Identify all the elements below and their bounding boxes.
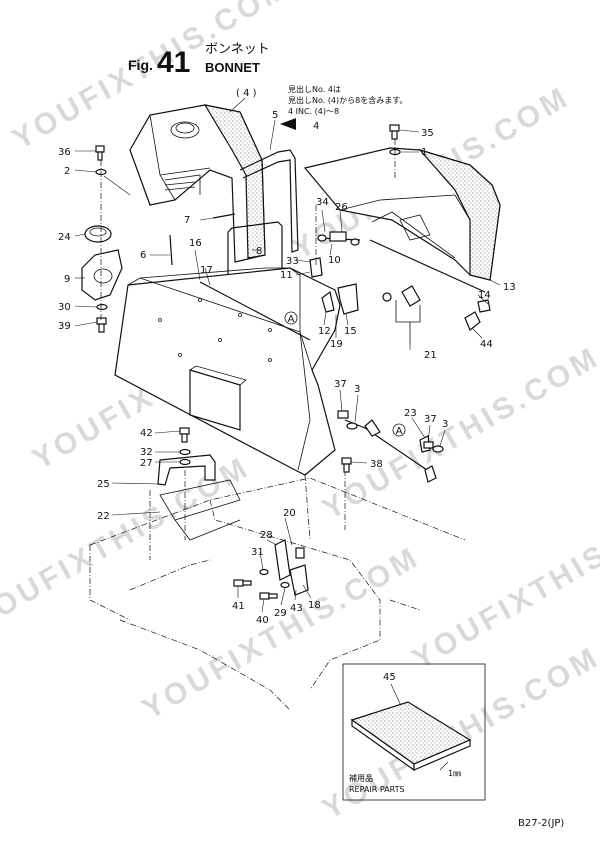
callout: 32 bbox=[140, 447, 153, 458]
callout: 15 bbox=[344, 326, 357, 337]
callout: 12 bbox=[318, 326, 331, 337]
callout: 42 bbox=[140, 428, 153, 439]
callout: 28 bbox=[260, 530, 273, 541]
leader-lines bbox=[74, 97, 501, 613]
inset-label-en: REPAIR PARTS bbox=[349, 785, 405, 794]
note-line-2: 見出しNo. (4)から8を含みます。 bbox=[288, 95, 407, 105]
callout: 8 bbox=[256, 246, 262, 257]
callout: 45 bbox=[383, 672, 396, 683]
callout-labels: ( 4 ) 5 4 35 1 36 2 24 7 34 26 6 16 8 9 … bbox=[58, 88, 516, 626]
callout: 21 bbox=[424, 350, 437, 361]
arrow-icon bbox=[280, 118, 296, 130]
ref-marker-a1: A bbox=[284, 311, 298, 325]
callout: 27 bbox=[140, 458, 153, 469]
callout: 35 bbox=[421, 128, 434, 139]
callout: 34 bbox=[316, 197, 329, 208]
stay-rod bbox=[337, 410, 444, 483]
callout: 41 bbox=[232, 601, 245, 612]
callout: 3 bbox=[354, 384, 360, 395]
callout: ( 4 ) bbox=[236, 88, 257, 99]
callout: 13 bbox=[503, 282, 516, 293]
callout: 17 bbox=[200, 265, 213, 276]
callout: 24 bbox=[58, 232, 71, 243]
repair-parts-inset: 45 1㎜ 補用品 REPAIR PARTS bbox=[342, 663, 486, 801]
fig-title-jp: ボンネット bbox=[205, 42, 270, 57]
fig-prefix: Fig. bbox=[128, 57, 153, 73]
page-reference: B27-2(JP) bbox=[518, 818, 564, 829]
callout: 14 bbox=[478, 290, 491, 301]
note-line-3: 4 INC. (4)～8 bbox=[288, 107, 339, 116]
upper-shroud bbox=[129, 104, 266, 263]
seal-8 bbox=[227, 221, 283, 280]
ref-a1-label: A bbox=[288, 314, 295, 325]
side-panel bbox=[114, 267, 341, 476]
fig-number: 41 bbox=[157, 46, 190, 79]
callout: 31 bbox=[251, 547, 264, 558]
callout: 33 bbox=[286, 256, 299, 267]
callout: 20 bbox=[283, 508, 296, 519]
callout: 1 bbox=[421, 147, 427, 158]
callout: 9 bbox=[64, 274, 70, 285]
callout: 37 bbox=[424, 414, 437, 425]
callout: 11 bbox=[280, 270, 293, 281]
inset-label-jp: 補用品 bbox=[349, 773, 373, 783]
callout: 38 bbox=[370, 459, 383, 470]
watermark-text: YOUFIXTHIS.COM bbox=[0, 450, 256, 636]
callout: 36 bbox=[58, 147, 71, 158]
right-fasteners bbox=[382, 124, 491, 345]
watermark-text: YOUFIXTHIS.COM bbox=[407, 490, 600, 676]
callout: 19 bbox=[330, 339, 343, 350]
include-note: 見出しNo. 4は 見出しNo. (4)から8を含みます。 4 INC. (4)… bbox=[288, 84, 407, 116]
callout: 39 bbox=[58, 321, 71, 332]
callout: 26 bbox=[335, 202, 348, 213]
callout: 16 bbox=[189, 238, 202, 249]
callout: 4 bbox=[313, 121, 319, 132]
callout: 10 bbox=[328, 255, 341, 266]
callout: 37 bbox=[334, 379, 347, 390]
callout: 2 bbox=[64, 166, 70, 177]
callout: 5 bbox=[272, 110, 278, 121]
ref-marker-a2: A bbox=[392, 423, 406, 437]
callout: 6 bbox=[140, 250, 146, 261]
inset-scale: 1㎜ bbox=[448, 769, 461, 778]
figure-heading: Fig. 41 ボンネット BONNET bbox=[128, 42, 270, 79]
rear-cover bbox=[303, 147, 501, 293]
callout: 29 bbox=[274, 608, 287, 619]
watermark-text: YOUFIXTHIS.COM bbox=[7, 0, 296, 156]
floor-frame bbox=[89, 470, 466, 711]
seal-7 bbox=[212, 213, 236, 219]
ref-a2-label: A bbox=[396, 426, 403, 437]
left-fasteners bbox=[81, 145, 131, 333]
seal-6 bbox=[169, 234, 173, 266]
callout: 30 bbox=[58, 302, 71, 313]
callout: 22 bbox=[97, 511, 110, 522]
callout: 7 bbox=[184, 215, 190, 226]
watermark-text: YOUFIXTHIS.COM bbox=[317, 340, 600, 526]
callout: 40 bbox=[256, 615, 269, 626]
lower-latch-brackets bbox=[233, 539, 309, 600]
callout: 43 bbox=[290, 603, 303, 614]
callout: 25 bbox=[97, 479, 110, 490]
callout: 44 bbox=[480, 339, 493, 350]
callout: 18 bbox=[308, 600, 321, 611]
seal-5 bbox=[239, 149, 299, 253]
fig-title-en: BONNET bbox=[205, 60, 260, 75]
callout: 3 bbox=[442, 419, 448, 430]
latch-assembly bbox=[309, 205, 361, 315]
note-line-1: 見出しNo. 4は bbox=[288, 84, 341, 94]
callout: 23 bbox=[404, 408, 417, 419]
